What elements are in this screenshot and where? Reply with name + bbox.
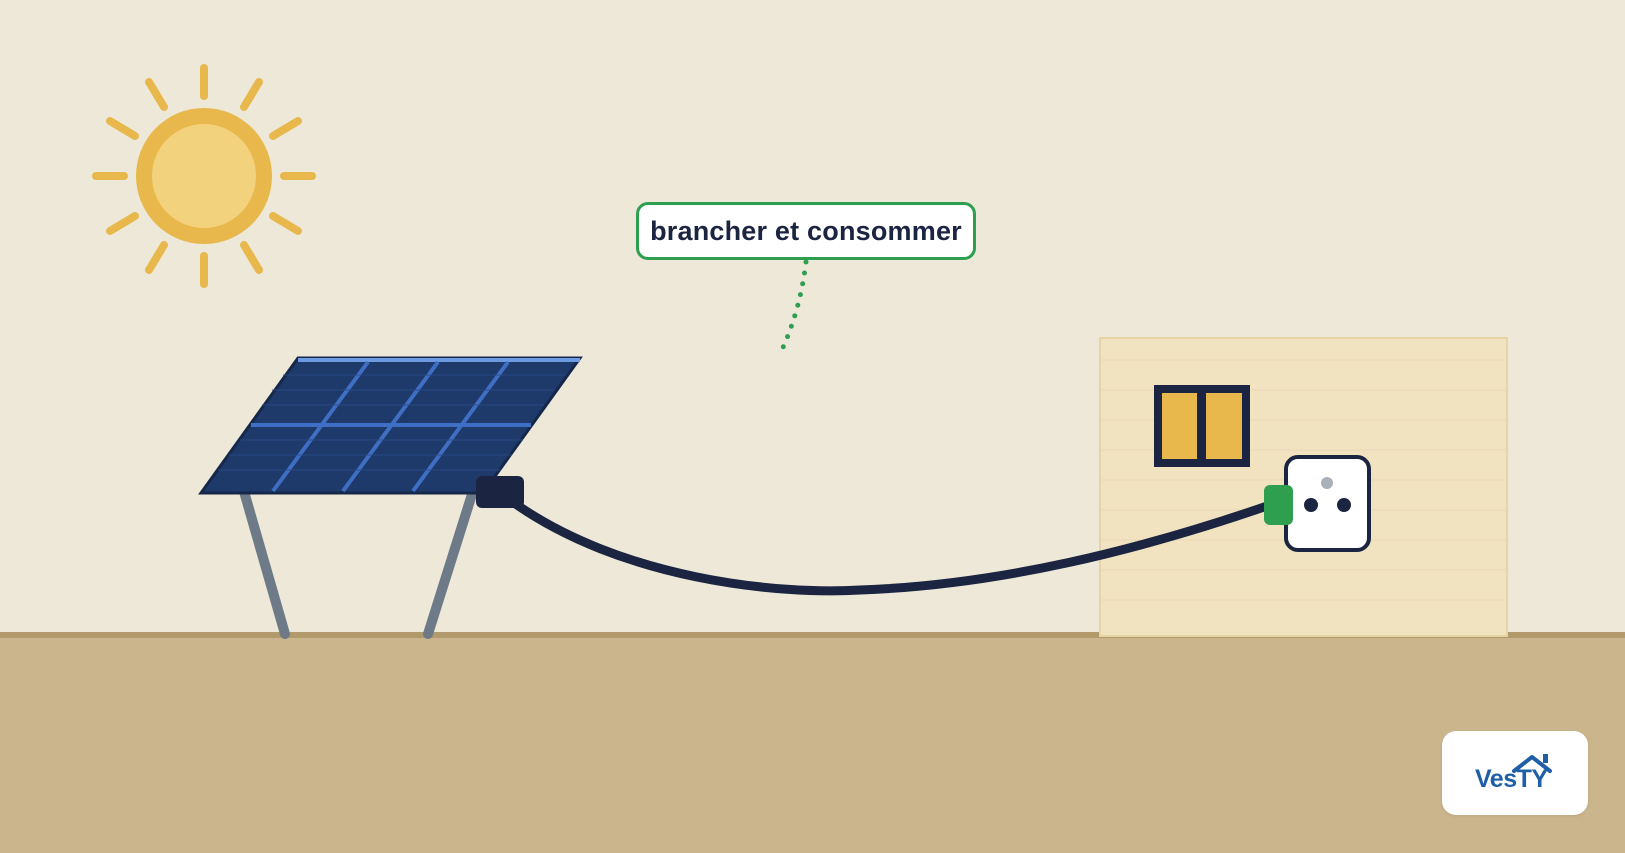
- plug-icon: [1264, 485, 1293, 525]
- ground: [0, 634, 1625, 853]
- power-cable: [505, 495, 1275, 596]
- sun-icon: [92, 64, 316, 288]
- wall-socket-icon: [1284, 455, 1371, 552]
- house-roof-icon: [1512, 754, 1552, 773]
- panel-stand: [238, 483, 479, 639]
- window-icon: [1154, 385, 1250, 467]
- brand-logo: VesTY: [1442, 731, 1588, 815]
- ground-edge: [0, 632, 1625, 638]
- solar-panel-icon: [198, 356, 583, 495]
- callout-label: brancher et consommer: [636, 202, 976, 260]
- callout-connector: [777, 259, 809, 357]
- sun-core: [152, 124, 256, 228]
- logo-text: VesTY: [1475, 765, 1548, 793]
